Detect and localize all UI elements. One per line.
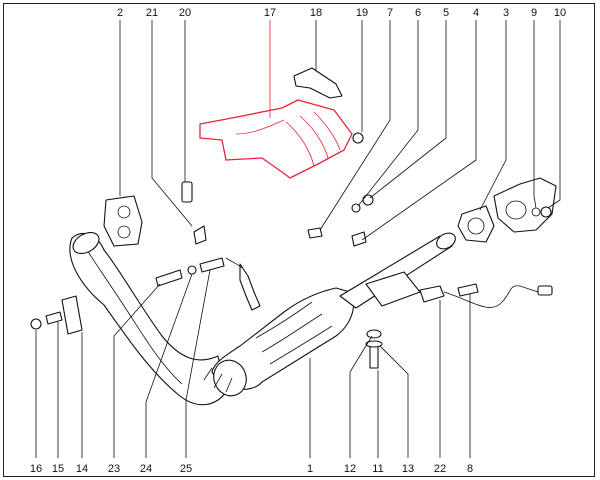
top-callout-3: 3 <box>503 7 509 19</box>
bolt-8 <box>457 283 479 297</box>
top-callout-7: 7 <box>387 7 393 19</box>
top-callout-6: 6 <box>415 7 421 19</box>
bottom-callout-15: 15 <box>52 463 64 475</box>
stud-bolt <box>307 227 323 239</box>
top-callout-21: 21 <box>146 7 158 19</box>
callouts-bottom: 16 15 14 23 24 25 1 12 11 13 22 8 <box>30 463 473 475</box>
top-callout-20: 20 <box>179 7 191 19</box>
bolt-15 <box>45 311 63 325</box>
oxygen-sensor-front <box>225 257 261 311</box>
rear-flange <box>493 177 557 233</box>
bottom-callout-14: 14 <box>76 463 88 475</box>
part-drawings <box>30 67 557 406</box>
top-callout-19: 19 <box>356 7 368 19</box>
top-callout-5: 5 <box>443 7 449 19</box>
nut-16 <box>30 318 42 330</box>
heat-shield <box>199 99 353 179</box>
manifold-gasket <box>103 195 143 247</box>
callouts-top: 2 21 20 17 18 19 7 6 5 4 3 9 10 <box>117 7 566 19</box>
intermediate-pipe <box>339 232 456 309</box>
bottom-callout-16: 16 <box>30 463 42 475</box>
bottom-callout-25: 25 <box>180 463 192 475</box>
bolt-assembly <box>365 329 383 369</box>
bottom-callout-22: 22 <box>434 463 446 475</box>
top-callout-4: 4 <box>473 7 479 19</box>
nut-19 <box>352 132 364 144</box>
shield-bracket <box>293 67 343 99</box>
bottom-callout-24: 24 <box>140 463 152 475</box>
bottom-callout-13: 13 <box>402 463 414 475</box>
bracket-nut <box>351 231 367 247</box>
catalytic-converter <box>203 287 354 397</box>
bolt-25 <box>199 257 225 273</box>
flange-gasket <box>457 205 495 243</box>
top-callout-2: 2 <box>117 7 123 19</box>
top-callout-17: 17 <box>264 7 276 19</box>
top-callout-9: 9 <box>531 7 537 19</box>
bottom-callout-1: 1 <box>307 463 313 475</box>
bottom-callout-11: 11 <box>372 463 383 475</box>
bottom-callout-8: 8 <box>467 463 473 475</box>
clip <box>193 225 207 245</box>
diagram-frame <box>3 3 595 477</box>
bracket-14 <box>61 295 83 335</box>
washer-24 <box>187 265 197 275</box>
bottom-callout-12: 12 <box>344 463 356 475</box>
top-callout-10: 10 <box>554 7 566 19</box>
leader-lines <box>35 20 561 458</box>
front-pipe <box>69 231 227 406</box>
oxygen-sensor-rear <box>419 285 553 308</box>
sensor-connector <box>181 181 193 203</box>
top-callout-18: 18 <box>310 7 322 19</box>
pipe-stud <box>155 269 183 287</box>
bottom-callout-23: 23 <box>108 463 120 475</box>
